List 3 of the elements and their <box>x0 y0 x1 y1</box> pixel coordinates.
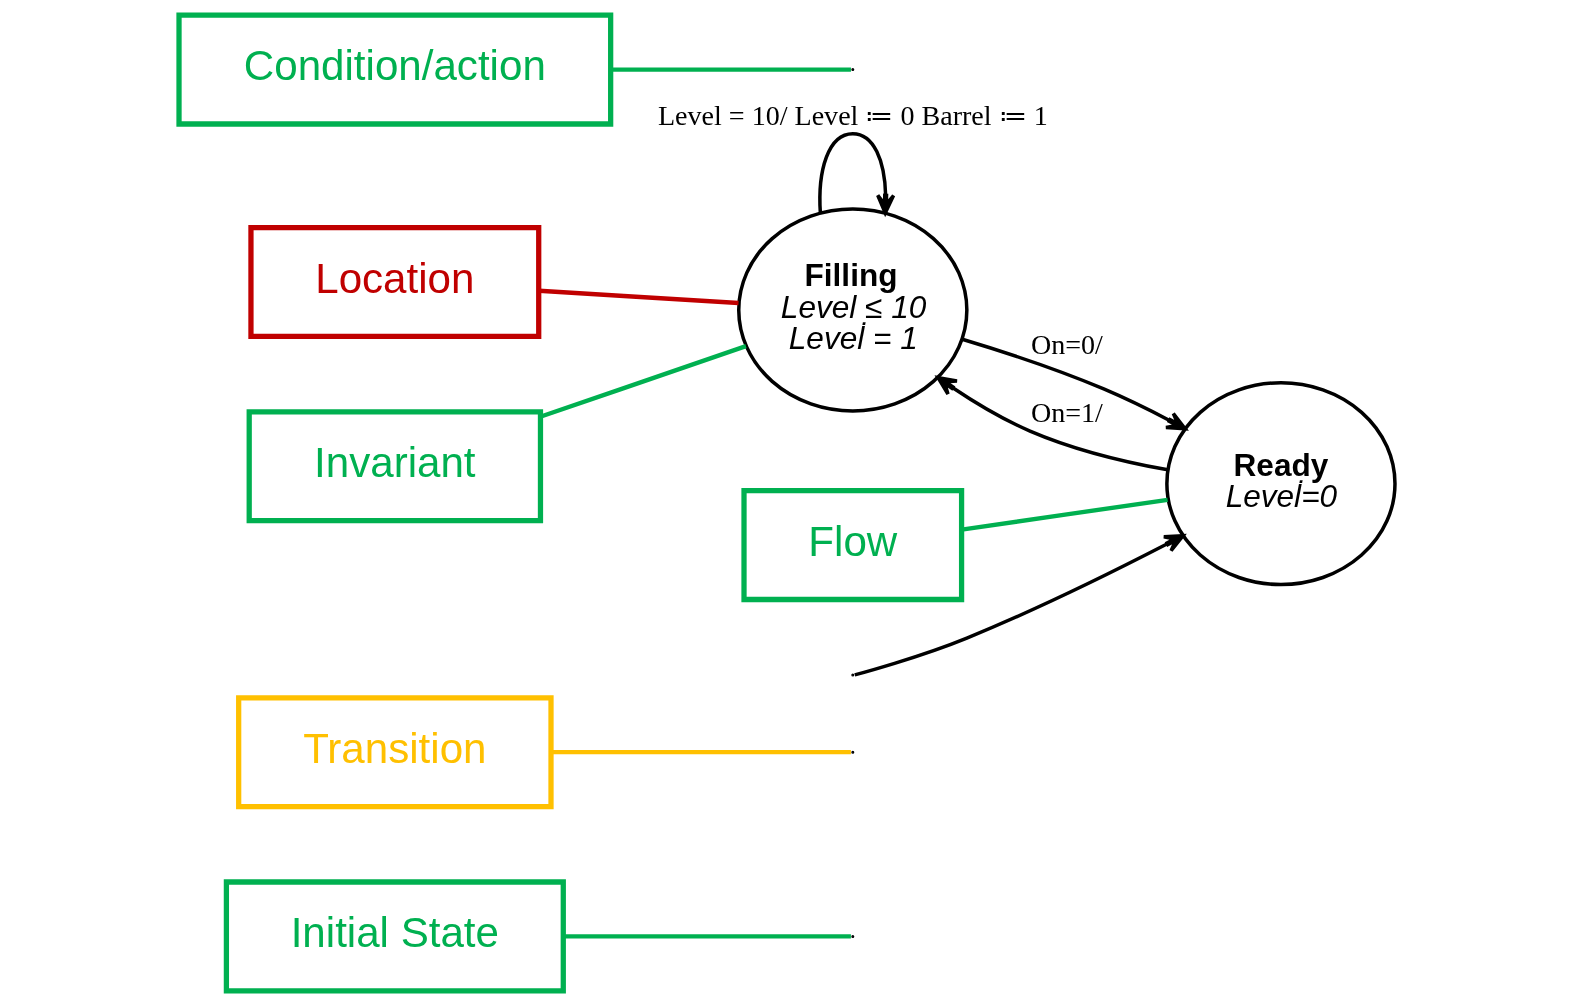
edge-label: On=1/ <box>1030 396 1103 428</box>
edge-label: Level = 10/ Level ≔ 0 Barrel ≔ 1 <box>657 99 1048 131</box>
edge-label: On=0/ <box>1030 328 1103 360</box>
